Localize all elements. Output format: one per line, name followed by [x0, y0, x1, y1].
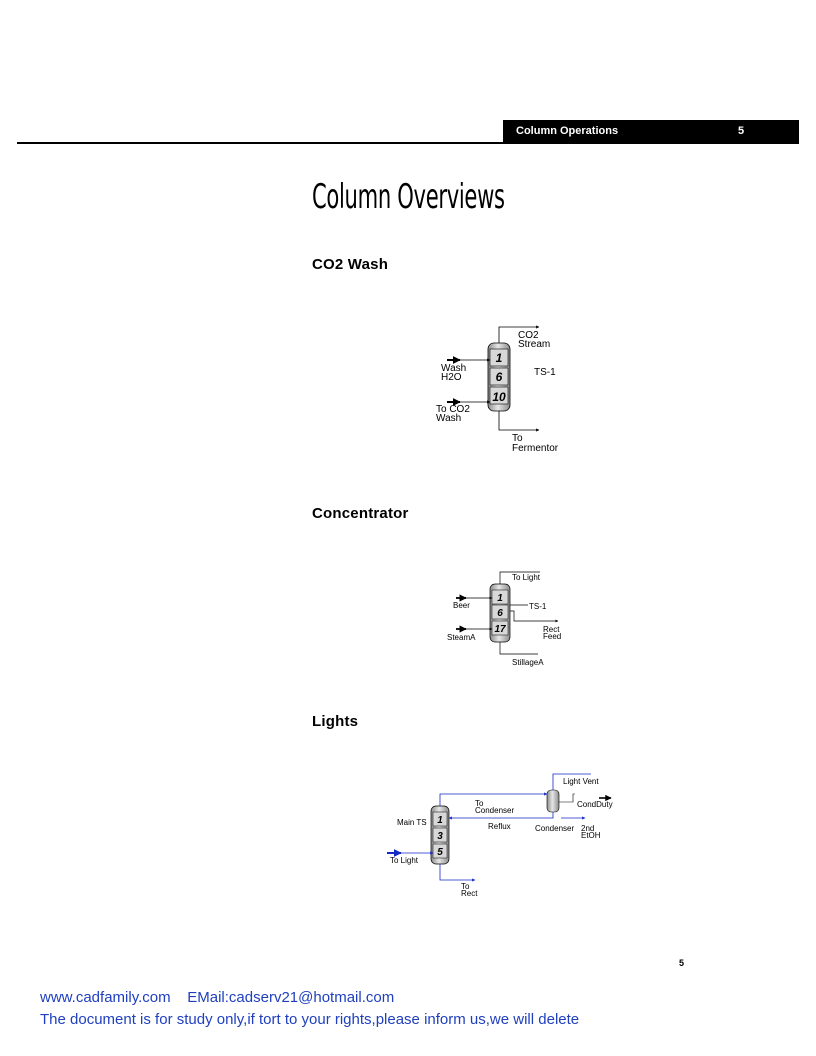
stream-label: 2nd [581, 824, 594, 833]
section-heading-lights: Lights [312, 713, 359, 730]
stream-label: Beer [453, 601, 470, 610]
unit-label: Main TS [397, 818, 427, 827]
stream-label: To [475, 799, 484, 808]
stream-label: StillageA [512, 658, 544, 667]
stage-label: 17 [494, 624, 506, 635]
stream-label: Rect [543, 625, 560, 634]
stream-label: To [461, 882, 470, 891]
stream-label: Condenser [475, 806, 514, 815]
unit-label: TS-1 [529, 602, 547, 611]
stream-label: Wash [441, 363, 466, 374]
unit-label: Condenser [535, 824, 574, 833]
stage-label: 3 [437, 831, 443, 842]
footer-contact: www.cadfamily.com EMail:cadserv21@hotmai… [40, 989, 395, 1006]
stage-label: 6 [496, 370, 503, 384]
stream-label: Fermentor [512, 443, 559, 454]
co2-wash-diagram: 1 6 10 CO2 Stream Wash H2O To CO2 Wash T… [436, 325, 559, 454]
stream-label: To CO2 [436, 404, 470, 415]
section-heading-concentrator: Concentrator [312, 505, 409, 522]
stream-label: To Light [512, 573, 541, 582]
footer-disclaimer: The document is for study only,if tort t… [40, 1011, 580, 1028]
concentrator-diagram: 1 6 17 To Light Beer SteamA TS-1 Rect Fe… [447, 571, 561, 667]
page-title: Column Overviews [312, 177, 505, 217]
stage-label: 5 [437, 847, 443, 858]
page-number: 5 [679, 958, 685, 968]
stream-label: Reflux [488, 822, 511, 831]
stream-label: To [512, 433, 523, 444]
stream-label: To Light [390, 856, 419, 865]
lights-diagram: 1 3 5 To Condenser Light Vent CondDuty R… [387, 773, 613, 898]
header-page-number: 5 [738, 125, 745, 137]
stage-label: 1 [497, 593, 503, 604]
stream-label: SteamA [447, 633, 476, 642]
stream-label: Rect [461, 889, 478, 898]
stage-label: 6 [497, 608, 503, 619]
stream-label: EtOH [581, 831, 601, 840]
stream-label: CondDuty [577, 800, 613, 809]
unit-label: TS-1 [534, 367, 556, 378]
header-section-title: Column Operations [516, 125, 619, 137]
stream-label: Stream [518, 339, 550, 350]
header-bar: Column Operations 5 [503, 120, 799, 144]
stage-label: 10 [492, 390, 506, 404]
section-heading-co2-wash: CO2 Wash [312, 256, 389, 273]
stream-label: CO2 [518, 330, 539, 341]
header-rule [17, 142, 799, 144]
condenser-vessel [546, 789, 560, 813]
stream-label: Wash [436, 413, 461, 424]
stream-label: Light Vent [563, 777, 599, 786]
stream-label: H2O [441, 372, 462, 383]
stage-label: 1 [437, 815, 443, 826]
stage-label: 1 [496, 351, 503, 365]
stream-label: Feed [543, 632, 561, 641]
